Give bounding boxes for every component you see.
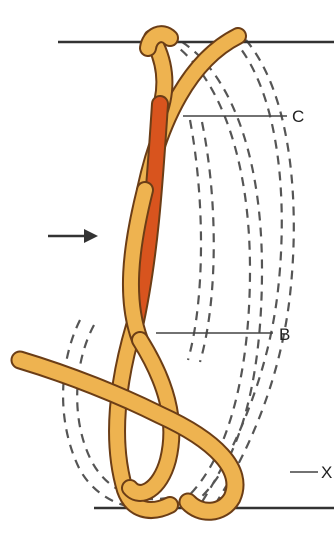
hidden-turn-2-inner — [214, 40, 294, 506]
arrow-right-icon — [48, 229, 98, 243]
label-x: X — [321, 463, 332, 482]
hidden-turn-4-inner — [200, 122, 214, 362]
hidden-turn-4 — [188, 120, 201, 360]
label-c: C — [292, 107, 304, 126]
label-b: B — [279, 325, 290, 344]
